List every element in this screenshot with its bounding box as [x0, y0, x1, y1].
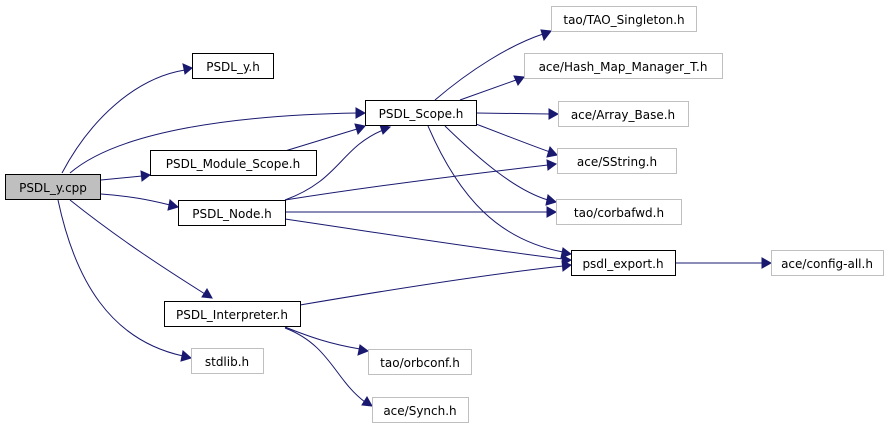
- node-label: psdl_export.h: [582, 257, 663, 271]
- node-psdl-scope-h[interactable]: PSDL_Scope.h: [365, 100, 477, 126]
- edge-psdl-y-cpp-to-psdl-y-h: [61, 63, 193, 174]
- edge-psdl-export-h-to-config-all-h: [675, 257, 773, 269]
- node-label: ace/Hash_Map_Manager_T.h: [539, 60, 708, 74]
- edge-psdl-scope-h-to-tao-singleton-h: [434, 29, 552, 101]
- node-label: ace/config-all.h: [781, 257, 873, 271]
- node-label: stdlib.h: [205, 355, 249, 369]
- nodes: PSDL_y.cpp PSDL_y.h PSDL_Scope.h PSDL_Mo…: [5, 6, 884, 423]
- node-stdlib-h[interactable]: stdlib.h: [191, 348, 264, 374]
- node-corbafwd-h[interactable]: tao/corbafwd.h: [556, 199, 682, 225]
- edge-psdl-node-h-to-psdl-export-h: [284, 218, 572, 266]
- node-label: PSDL_y.h: [206, 60, 260, 74]
- node-array-base-h[interactable]: ace/Array_Base.h: [558, 101, 689, 127]
- edge-psdl-scope-h-to-corbafwd-h: [444, 125, 558, 206]
- node-psdl-export-h[interactable]: psdl_export.h: [571, 250, 676, 276]
- node-orbconf-h[interactable]: tao/orbconf.h: [368, 349, 472, 375]
- node-label: PSDL_Interpreter.h: [176, 308, 288, 322]
- edge-psdl-scope-h-to-hash-map-manager-h: [459, 75, 525, 101]
- node-label: ace/Array_Base.h: [571, 108, 675, 122]
- node-psdl-y-h[interactable]: PSDL_y.h: [192, 53, 274, 79]
- node-label: PSDL_y.cpp: [19, 181, 87, 195]
- node-label: PSDL_Scope.h: [379, 107, 464, 121]
- edge-psdl-interpreter-h-to-synch-h: [284, 327, 373, 407]
- edge-psdl-y-cpp-to-psdl-node-h: [100, 193, 180, 211]
- node-label: tao/corbafwd.h: [574, 206, 664, 220]
- edge-psdl-scope-h-to-array-base-h: [475, 108, 560, 120]
- node-psdl-y-cpp[interactable]: PSDL_y.cpp: [5, 174, 101, 200]
- node-psdl-module-scope-h[interactable]: PSDL_Module_Scope.h: [150, 150, 317, 176]
- edge-psdl-scope-h-to-sstring-h: [475, 123, 558, 158]
- edge-psdl-module-scope-h-to-psdl-scope-h: [284, 123, 366, 152]
- edge-psdl-scope-h-to-psdl-export-h: [427, 125, 573, 259]
- node-hash-map-manager-h[interactable]: ace/Hash_Map_Manager_T.h: [524, 53, 723, 79]
- node-psdl-interpreter-h[interactable]: PSDL_Interpreter.h: [164, 301, 301, 327]
- edge-psdl-y-cpp-to-psdl-interpreter-h: [69, 199, 213, 299]
- edges: [57, 29, 773, 407]
- edge-psdl-interpreter-h-to-psdl-export-h: [299, 260, 572, 306]
- edge-psdl-interpreter-h-to-orbconf-h: [284, 326, 370, 356]
- edge-psdl-y-cpp-to-psdl-module-scope-h: [100, 170, 151, 182]
- node-label: tao/orbconf.h: [380, 356, 460, 370]
- node-synch-h[interactable]: ace/Synch.h: [372, 397, 469, 423]
- edge-psdl-y-cpp-to-stdlib-h: [57, 199, 193, 362]
- node-label: tao/TAO_Singleton.h: [563, 13, 684, 27]
- edge-psdl-node-h-to-corbafwd-h: [285, 206, 558, 218]
- node-label: PSDL_Module_Scope.h: [166, 157, 300, 171]
- node-label: ace/SString.h: [577, 155, 657, 169]
- node-sstring-h[interactable]: ace/SString.h: [557, 148, 677, 174]
- node-config-all-h[interactable]: ace/config-all.h: [771, 250, 884, 276]
- node-label: PSDL_Node.h: [192, 207, 272, 221]
- node-psdl-node-h[interactable]: PSDL_Node.h: [178, 200, 286, 226]
- edge-psdl-y-cpp-to-psdl-scope-h: [69, 107, 367, 174]
- node-tao-singleton-h[interactable]: tao/TAO_Singleton.h: [551, 6, 697, 32]
- edge-psdl-node-h-to-sstring-h: [284, 159, 557, 201]
- node-label: ace/Synch.h: [383, 404, 456, 418]
